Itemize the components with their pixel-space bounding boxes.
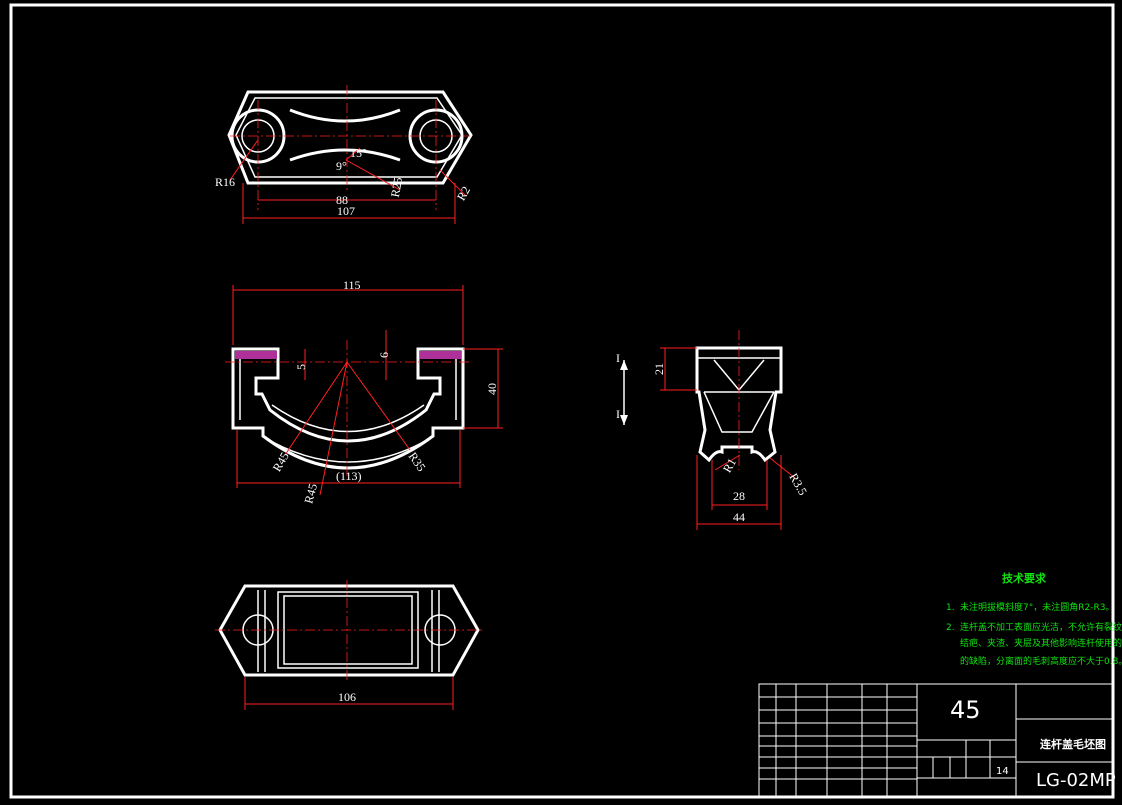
tech-req-4-text: 的缺陷，分离面的毛刺高度应不大于0.8。: [960, 655, 1122, 667]
dim-r16: R16: [215, 175, 235, 189]
tech-req-title: 技术要求: [1002, 571, 1047, 585]
section-mark-b: I: [616, 407, 620, 421]
dim-r2: R2: [454, 184, 473, 203]
dim-44: 44: [733, 510, 745, 524]
drawing-border: [9, 3, 1115, 799]
tech-req-3-text: 结疤、夹渣、夹层及其他影响连杆使用的缺陷严产生: [960, 637, 1122, 649]
dim-5: 5: [294, 364, 308, 370]
angle-9: 9°: [336, 159, 347, 173]
dim-88: 88: [336, 193, 348, 207]
dim-113: (113): [336, 469, 362, 483]
dim-115: 115: [343, 278, 361, 292]
dim-106: 106: [338, 690, 356, 704]
dim-107: 107: [337, 204, 355, 218]
dim-r25: R25: [388, 176, 405, 198]
tech-req-1-num: 1.: [946, 603, 955, 613]
section-fill-left: [235, 351, 277, 359]
tech-req-2-num: 2.: [946, 623, 955, 633]
section-mark-a: I: [616, 351, 620, 365]
dim-r3-5: R3.5: [786, 471, 810, 498]
top-view: 88 107 R16 R2 R25 15° 9°: [215, 85, 473, 224]
material: 45: [950, 696, 981, 724]
dim-r35: R35: [406, 450, 429, 474]
dim-21: 21: [652, 363, 666, 375]
front-view: 115 (113) 40 5 6 R45 R45 R35: [225, 278, 503, 505]
section-fill-right: [420, 351, 461, 359]
part-name: 连杆盖毛坯图: [1040, 737, 1106, 751]
tech-req-2-text: 连杆盖不加工表面应光洁，不允许有裂纹、折叠、: [960, 621, 1122, 633]
title-block: 45 连杆盖毛坯图 LG-02MP 14: [758, 683, 1116, 797]
bottom-view: 106: [215, 580, 482, 710]
dim-r1: R1: [720, 456, 739, 475]
dim-6: 6: [377, 352, 391, 358]
dim-28: 28: [733, 489, 745, 503]
dim-40: 40: [485, 383, 499, 395]
dim-r45-b: R45: [301, 482, 320, 505]
side-view-outline: [695, 346, 783, 463]
tech-requirements: 技术要求 1. 未注明拔模斜度7°，未注圆角R2-R3。 2. 连杆盖不加工表面…: [946, 571, 1122, 667]
section-arrow: I I: [616, 351, 628, 425]
front-view-outline: [231, 347, 465, 470]
drawing-number: LG-02MP: [1036, 770, 1116, 791]
top-view-outline: [227, 90, 473, 185]
tech-req-1-text: 未注明拔模斜度7°，未注圆角R2-R3。: [960, 601, 1114, 613]
angle-15: 15°: [350, 146, 367, 160]
sheet-count: 14: [996, 766, 1009, 777]
side-view: 21 28 44 R1 R3.5: [652, 330, 810, 530]
